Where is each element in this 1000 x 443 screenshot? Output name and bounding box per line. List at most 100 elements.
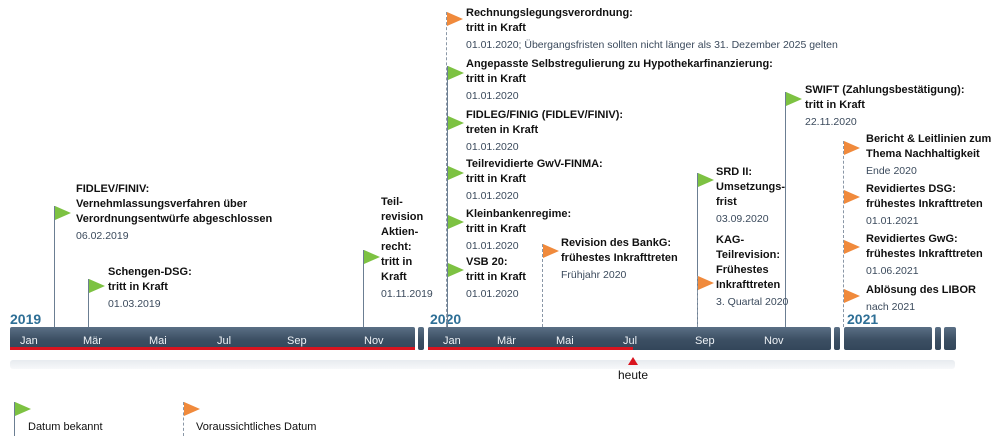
- known-flag-icon: [448, 116, 464, 130]
- event-date: 01.01.2021: [866, 215, 919, 227]
- month-label: Mär: [83, 335, 102, 347]
- event-title: Revidiertes DSG: frühestes Inkrafttreten: [866, 183, 983, 210]
- known-flag-icon: [364, 250, 380, 264]
- event-aktienrecht: Teil- revision Aktien- recht: tritt in K…: [381, 195, 433, 302]
- event-gwv-finma: Teilrevidierte GwV-FINMA: tritt in Kraft…: [466, 157, 603, 204]
- known-flag-icon: [786, 92, 802, 106]
- event-title: Teilrevidierte GwV-FINMA: tritt in Kraft: [466, 158, 603, 185]
- event-rechnungslegungsverordnung: Rechnungslegungsverordnung: tritt in Kra…: [466, 6, 838, 53]
- event-date: 01.01.2020: [466, 141, 519, 153]
- legend-flagpole: [183, 402, 184, 436]
- event-title: VSB 20: tritt in Kraft: [466, 256, 526, 283]
- legend-expected-flag-icon: [184, 402, 200, 416]
- event-date: 01.11.2019: [381, 288, 433, 300]
- flagpole: [54, 206, 55, 327]
- known-flag-icon: [448, 66, 464, 80]
- expected-flag-icon: [447, 12, 463, 26]
- event-date: 01.01.2020: [466, 288, 519, 300]
- month-label: Nov: [764, 335, 784, 347]
- timeline-shadow: [10, 360, 955, 369]
- known-flag-icon: [448, 166, 464, 180]
- event-title: SWIFT (Zahlungsbestätigung): tritt in Kr…: [805, 84, 965, 111]
- flagpole: [697, 173, 698, 327]
- month-label: Jan: [443, 335, 461, 347]
- timeline-bar-2021: [844, 327, 932, 350]
- event-kleinbankenregime: Kleinbankenregime: tritt in Kraft 01.01.…: [466, 207, 571, 254]
- timeline-bar-gap-2019: [418, 327, 424, 350]
- event-title: Schengen-DSG: tritt in Kraft: [108, 266, 192, 293]
- event-date: 22.11.2020: [805, 116, 857, 128]
- expected-flag-icon: [844, 240, 860, 254]
- flagpole: [697, 276, 698, 327]
- event-libor: Ablösung des LIBOR nach 2021: [866, 283, 976, 315]
- event-swift: SWIFT (Zahlungsbestätigung): tritt in Kr…: [805, 83, 964, 130]
- year-label-2020: 2020: [430, 311, 462, 327]
- expected-flag-icon: [844, 289, 860, 303]
- event-fidleg-finig: FIDLEG/FINIG (FIDLEV/FINIV): treten in K…: [466, 108, 623, 155]
- event-title: FIDLEV/FINIV: Vernehmlassungsverfahren ü…: [76, 183, 273, 225]
- timeline-bar-2020: [428, 327, 831, 350]
- timeline-bar-gap-2021: [935, 327, 941, 350]
- month-label: Sep: [695, 335, 715, 347]
- today-marker-icon: [628, 357, 638, 365]
- event-date: 06.02.2019: [76, 230, 129, 242]
- month-label: Mär: [497, 335, 516, 347]
- event-schengen: Schengen-DSG: tritt in Kraft 01.03.2019: [108, 265, 192, 312]
- legend-known-label: Datum bekannt: [28, 421, 103, 433]
- event-selbstregulierung: Angepasste Selbstregulierung zu Hypothek…: [466, 57, 773, 104]
- event-nachhaltigkeit: Bericht & Leitlinien zum Thema Nachhalti…: [866, 132, 991, 179]
- event-title: Teil- revision Aktien- recht: tritt in K…: [381, 196, 424, 283]
- month-label: Jan: [20, 335, 38, 347]
- event-title: Revision des BankG: frühestes Inkrafttre…: [561, 237, 678, 264]
- event-title: Revidiertes GwG: frühestes Inkrafttreten: [866, 233, 983, 260]
- event-date: Frühjahr 2020: [561, 269, 627, 281]
- expected-flag-icon: [844, 141, 860, 155]
- event-title: Rechnungslegungsverordnung: tritt in Kra…: [466, 7, 633, 34]
- event-date: 01.01.2020: [466, 240, 519, 252]
- expected-flag-icon: [698, 276, 714, 290]
- event-bankg: Revision des BankG: frühestes Inkrafttre…: [561, 236, 678, 283]
- event-date: 3. Quartal 2020: [716, 296, 789, 308]
- event-date: 01.01.2020: [466, 190, 519, 202]
- event-date: nach 2021: [866, 301, 916, 313]
- flagpole: [843, 141, 844, 327]
- month-label: Jul: [217, 335, 232, 347]
- flagpole: [542, 244, 543, 327]
- month-label: Sep: [287, 335, 307, 347]
- flagpole: [447, 66, 448, 327]
- event-srd2: SRD II: Umsetzungs- frist 03.09.2020: [716, 165, 785, 227]
- event-kag: KAG- Teilrevision: Frühestes Inkrafttret…: [716, 233, 788, 310]
- known-flag-icon: [89, 279, 105, 293]
- timeline-bar-end: [944, 327, 956, 350]
- event-date: 01.03.2019: [108, 298, 161, 310]
- event-title: Ablösung des LIBOR: [866, 284, 976, 296]
- flagpole: [363, 250, 364, 327]
- event-date: 03.09.2020: [716, 213, 769, 225]
- timeline-bar-gap-2020: [834, 327, 840, 350]
- month-label: Mai: [556, 335, 574, 347]
- known-flag-icon: [448, 263, 464, 277]
- legend-flagpole: [14, 402, 15, 436]
- flagpole: [446, 12, 447, 327]
- month-label: Nov: [364, 335, 384, 347]
- legend-known-flag-icon: [15, 402, 31, 416]
- event-title: Kleinbankenregime: tritt in Kraft: [466, 208, 572, 235]
- expected-flag-icon: [543, 244, 559, 258]
- known-flag-icon: [55, 206, 71, 220]
- expected-flag-icon: [844, 190, 860, 204]
- year-label-2021: 2021: [847, 311, 879, 327]
- event-date: 01.06.2021: [866, 265, 919, 277]
- event-dsg: Revidiertes DSG: frühestes Inkrafttreten…: [866, 182, 983, 229]
- event-date: 01.01.2020: [466, 90, 519, 102]
- event-fidlev: FIDLEV/FINIV: Vernehmlassungsverfahren ü…: [76, 182, 272, 244]
- today-label: heute: [618, 368, 649, 382]
- event-title: Angepasste Selbstregulierung zu Hypothek…: [466, 58, 773, 85]
- today-progress-line-2020: [428, 347, 633, 350]
- month-label: Mai: [149, 335, 167, 347]
- flagpole: [88, 279, 89, 327]
- month-label: Jul: [623, 335, 638, 347]
- event-title: SRD II: Umsetzungs- frist: [716, 166, 786, 208]
- event-date: Ende 2020: [866, 165, 917, 177]
- legend-expected-label: Voraussichtliches Datum: [196, 421, 317, 433]
